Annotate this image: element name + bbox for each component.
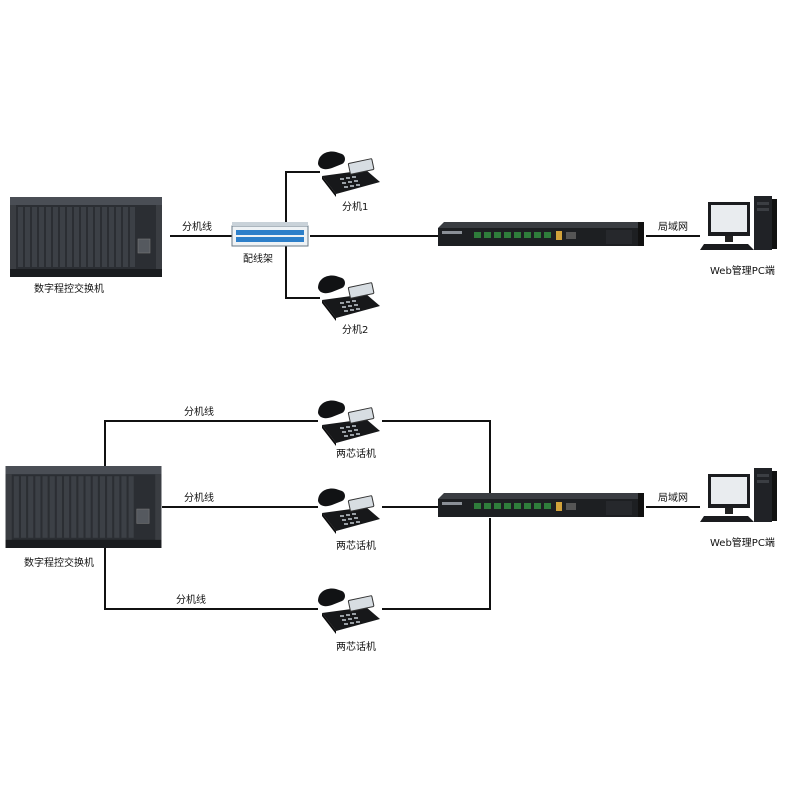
- bottom-lan-label: 局域网: [658, 491, 688, 504]
- top-gateway-device: [438, 222, 644, 246]
- top-branch-phone-1-wire: [285, 171, 320, 226]
- bottom-phone-3-label: 两芯话机: [336, 640, 376, 653]
- bottom-phone-3-device: [317, 588, 381, 635]
- bottom-phone-1-label: 两芯话机: [336, 447, 376, 460]
- top-lan-label: 局域网: [658, 220, 688, 233]
- bottom-pc-label: Web管理PC端: [710, 536, 775, 549]
- top-phone-1-label: 分机1: [342, 200, 368, 213]
- bottom-phone-2-label: 两芯话机: [336, 539, 376, 552]
- bottom-gateway-device: [438, 493, 644, 517]
- bottom-line-1-label: 分机线: [184, 405, 214, 418]
- bottom-pc-device: [700, 468, 777, 522]
- top-phone-1-device: [317, 151, 381, 198]
- bottom-line-3-left-wire: [104, 548, 318, 610]
- bottom-diagram: 数字程控交换机 分机线 分机线 分机线 两芯话机 两芯话机 两芯话机 局域网 W…: [5, 400, 777, 653]
- distribution-frame: [231, 222, 309, 247]
- distribution-frame-label: 配线架: [243, 252, 273, 265]
- bottom-line-1-left-wire: [104, 420, 318, 468]
- top-phone-2-label: 分机2: [342, 323, 368, 336]
- top-branch-phone-2-wire: [285, 246, 320, 299]
- bottom-line-3-label: 分机线: [176, 593, 206, 606]
- bottom-line-2-label: 分机线: [184, 491, 214, 504]
- top-pc-label: Web管理PC端: [710, 264, 775, 277]
- bottom-line-1-right-wire: [382, 420, 491, 494]
- bottom-phone-1-device: [317, 400, 381, 447]
- top-diagram: 数字程控交换机 分机线 配线架 分机1 分机2 局域网 Web管理PC端: [10, 151, 777, 336]
- top-phone-2-device: [317, 275, 381, 322]
- bottom-phone-2-device: [317, 488, 381, 535]
- bottom-pbx-label: 数字程控交换机: [24, 556, 94, 569]
- top-pbx-device: [10, 197, 162, 277]
- bottom-pbx-device: [5, 466, 162, 548]
- top-extension-line-label: 分机线: [182, 220, 212, 233]
- bottom-line-3-right-wire: [382, 518, 491, 610]
- top-pc-device: [700, 196, 777, 250]
- top-pbx-label: 数字程控交换机: [34, 282, 104, 295]
